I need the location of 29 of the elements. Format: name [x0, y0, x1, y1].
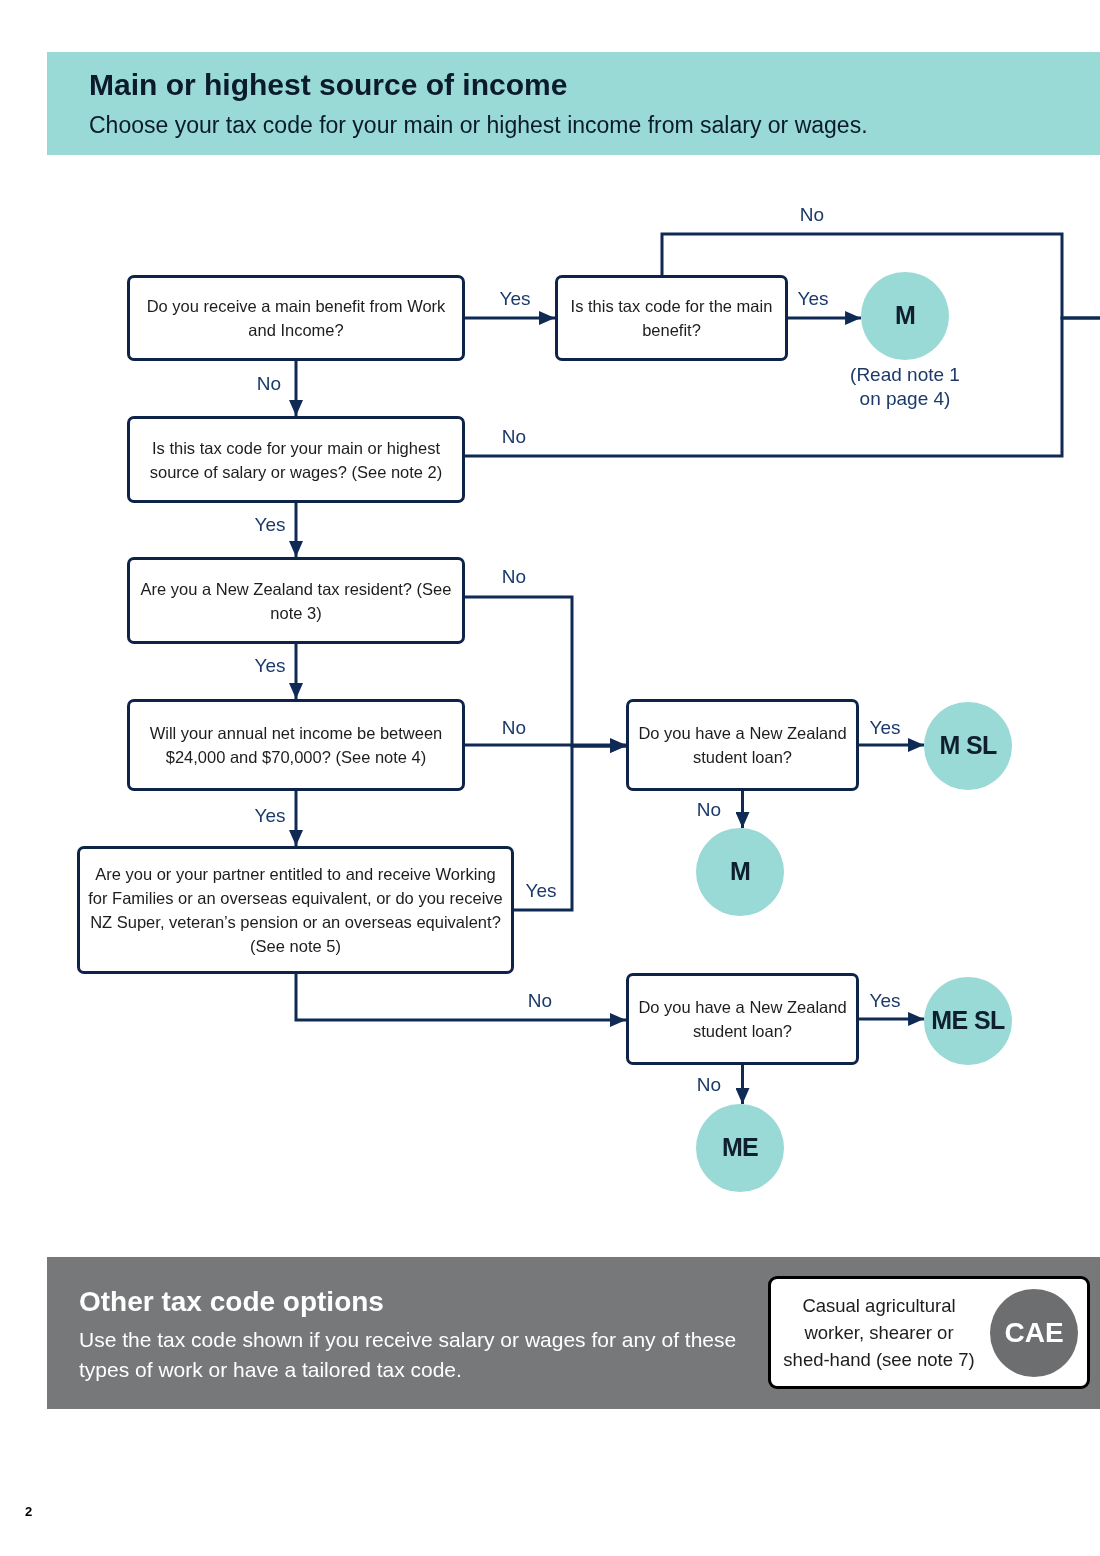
subtitle: Choose your tax code for your main or highest income from salary or wages. — [89, 111, 868, 140]
note-text: (Read note 1 on page 4) — [849, 363, 961, 411]
info-band — [47, 1257, 1100, 1409]
arrow — [859, 738, 924, 752]
arrow — [735, 791, 750, 829]
question-box: Is this tax code for your main or highest source of salary or wages? (See note 2) — [127, 416, 465, 503]
arrow — [735, 1065, 750, 1105]
option-description: Casual agricultural worker, shearer or shed-hand (see note 7) — [782, 1294, 976, 1372]
arrow — [788, 311, 862, 325]
question-box: Do you receive a main benefit from Work and Income? — [127, 275, 465, 361]
section-description: Use the tax code shown if you receive salary or wages for any of these types of work or have a tailored tax code. — [79, 1327, 738, 1383]
question-box: Are you or your partner entitled to and receive Working for Families or an overseas equivalent, or do you receive NZ Super, veteran’s pension or an overseas equivalent? (See note 5) — [77, 846, 514, 974]
question-box: Do you have a New Zealand student loan? — [626, 973, 859, 1065]
section-heading: Other tax code options — [79, 1285, 384, 1319]
arrow — [289, 361, 303, 416]
page-number: 2 — [25, 1503, 33, 1521]
arrow — [465, 311, 555, 325]
arrow — [289, 503, 303, 557]
question-box: Are you a New Zealand tax resident? (See note 3) — [127, 557, 465, 644]
arrow — [289, 644, 303, 699]
question-box: Will your annual net income be between $24,000 and $70,000? (See note 4) — [127, 699, 465, 791]
connector-line — [465, 316, 1100, 458]
question-box: Is this tax code for the main benefit? — [555, 275, 788, 361]
arrow — [294, 974, 626, 1027]
page-title: Main or highest source of income — [89, 67, 568, 103]
arrow — [859, 1012, 925, 1026]
arrow — [289, 791, 303, 846]
option-box — [768, 1276, 1090, 1389]
question-box: Do you have a New Zealand student loan? — [626, 699, 859, 791]
